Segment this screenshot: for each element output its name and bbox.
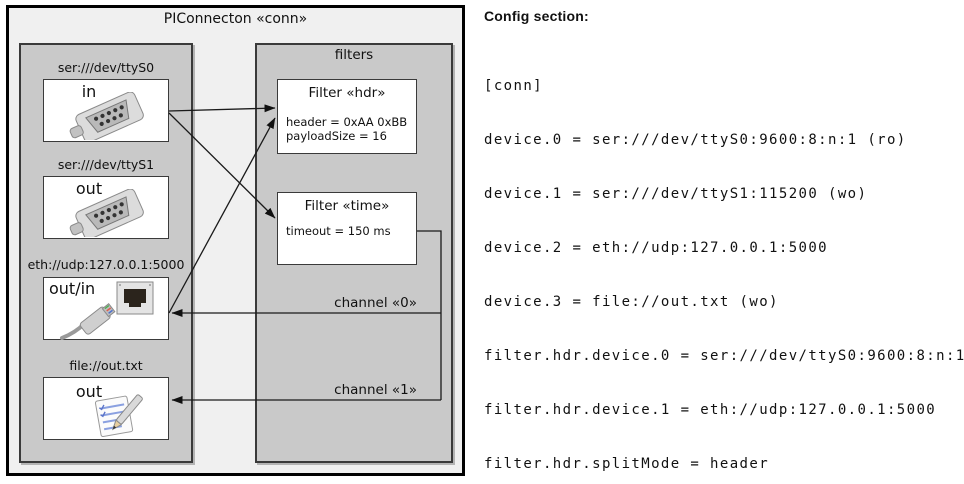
device-box-file: out — [43, 377, 169, 440]
serial-connector-icon — [69, 92, 144, 140]
config-line: device.2 = eth://udp:127.0.0.1:5000 — [484, 240, 829, 256]
filter-time-title: Filter «time» — [304, 198, 390, 214]
config-section-heading: Config section: — [484, 8, 589, 24]
config-text-block: [conn] device.0 = ser:///dev/ttyS0:9600:… — [484, 41, 964, 484]
filter-hdr-prop-header: header = 0xAA 0xBB — [286, 115, 408, 129]
filter-hdr-title: Filter «hdr» — [308, 85, 386, 101]
filter-time-prop-timeout: timeout = 150 ms — [286, 224, 391, 238]
config-line: filter.hdr.device.1 = eth://udp:127.0.0.… — [484, 402, 937, 418]
channel-1-label: channel «1» — [334, 382, 417, 398]
notepad-icon — [94, 394, 143, 438]
device-url-ttyS1: ser:///dev/ttyS1 — [57, 157, 155, 172]
ethernet-cable-icon — [60, 303, 116, 340]
device-url-eth: eth://udp:127.0.0.1:5000 — [27, 257, 185, 272]
device-box-eth: out/in — [43, 277, 169, 340]
serial-connector-icon — [69, 189, 144, 237]
filters-group-label: filters — [334, 47, 374, 63]
ethernet-jack-icon — [116, 281, 154, 315]
filter-hdr-prop-payloadsize: payloadSize = 16 — [286, 129, 387, 143]
device-url-ttyS0: ser:///dev/ttyS0 — [57, 60, 155, 75]
device-box-ttyS0: in — [43, 79, 169, 142]
device-url-file: file://out.txt — [69, 358, 143, 373]
config-line: [conn] — [484, 78, 543, 94]
device-port-label: out — [75, 179, 103, 198]
device-port-label: out — [75, 382, 103, 401]
device-box-ttyS1: out — [43, 176, 169, 239]
config-line: device.0 = ser:///dev/ttyS0:9600:8:n:1 (… — [484, 132, 907, 148]
channel-0-label: channel «0» — [334, 295, 417, 311]
device-port-label: in — [81, 82, 97, 101]
diagram-title: PIConnecton «conn» — [163, 11, 308, 27]
filter-hdr-box: Filter «hdr» header = 0xAA 0xBB payloadS… — [277, 79, 417, 154]
config-line: filter.hdr.splitMode = header — [484, 456, 770, 472]
filter-time-box: Filter «time» timeout = 150 ms — [277, 192, 417, 265]
config-line: device.3 = file://out.txt (wo) — [484, 294, 779, 310]
config-line: filter.hdr.device.0 = ser:///dev/ttyS0:9… — [484, 348, 964, 364]
config-line: device.1 = ser:///dev/ttyS1:115200 (wo) — [484, 186, 868, 202]
device-port-label: out/in — [49, 279, 96, 298]
